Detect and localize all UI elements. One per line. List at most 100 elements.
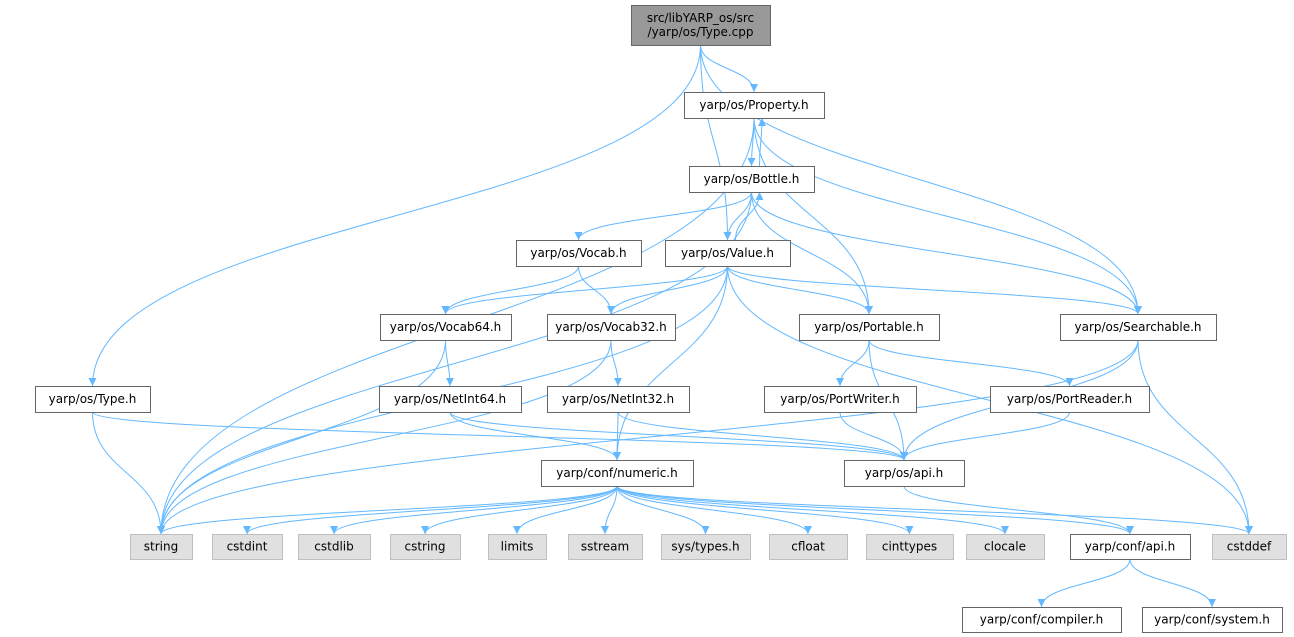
node-label: yarp/os/Searchable.h — [1074, 320, 1201, 334]
node-sstream: sstream — [568, 534, 643, 560]
node-limits: limits — [488, 534, 547, 560]
node-label: yarp/os/Type.h — [49, 392, 137, 406]
edge-portable-to-portreader — [868, 339, 1074, 387]
node-box — [665, 240, 791, 267]
node-cstdint: cstdint — [212, 534, 283, 560]
node-portwriter[interactable]: yarp/os/PortWriter.h — [764, 386, 917, 413]
node-property[interactable]: yarp/os/Property.h — [684, 92, 825, 119]
node-portreader[interactable]: yarp/os/PortReader.h — [990, 386, 1150, 413]
edge-bottle-to-portable — [751, 191, 873, 315]
node-type[interactable]: yarp/os/Type.h — [35, 386, 151, 413]
node-vocab64[interactable]: yarp/os/Vocab64.h — [380, 314, 512, 341]
node-numeric[interactable]: yarp/conf/numeric.h — [541, 460, 694, 487]
node-cstddef: cstddef — [1212, 534, 1287, 560]
node-string: string — [130, 534, 193, 560]
edge-vocab64-to-netint64 — [445, 339, 454, 387]
edge-numeric-to-cstdint — [243, 485, 618, 535]
edge-numeric-to-cinttypes — [616, 485, 914, 535]
node-bottle[interactable]: yarp/os/Bottle.h — [689, 166, 815, 193]
node-box — [764, 386, 917, 413]
node-box — [631, 5, 771, 46]
node-vocab32[interactable]: yarp/os/Vocab32.h — [547, 314, 676, 341]
edge-value-to-portable — [727, 265, 873, 315]
node-label: yarp/os/Vocab64.h — [390, 320, 502, 334]
edge-vocab32-to-netint32 — [610, 339, 622, 387]
node-box — [1212, 534, 1287, 560]
node-clocale: clocale — [966, 534, 1045, 560]
node-vocab[interactable]: yarp/os/Vocab.h — [516, 240, 642, 267]
node-box — [866, 534, 954, 560]
node-box — [35, 386, 151, 413]
edge-netint64-to-osapi — [449, 411, 908, 461]
node-systypes: sys/types.h — [661, 534, 751, 560]
node-cfloat: cfloat — [769, 534, 848, 560]
edge-root-to-type — [88, 44, 701, 387]
node-box — [1142, 607, 1283, 633]
edge-root-to-value — [700, 44, 732, 241]
node-root: src/libYARP_os/src/yarp/os/Type.cpp — [631, 5, 771, 46]
node-label: yarp/os/Portable.h — [814, 320, 924, 334]
edge-value-to-numeric — [613, 265, 728, 461]
node-cinttypes: cinttypes — [866, 534, 954, 560]
node-box — [1060, 314, 1217, 341]
edge-confapi-to-compiler — [1037, 558, 1131, 608]
node-system[interactable]: yarp/conf/system.h — [1142, 607, 1283, 633]
node-box — [684, 92, 825, 119]
edge-value-to-vocab64 — [441, 265, 728, 315]
node-label: cstddef — [1227, 540, 1272, 554]
edge-vocab64-to-string — [157, 339, 446, 535]
node-label: yarp/os/PortReader.h — [1007, 392, 1132, 406]
edge-numeric-to-cfloat — [616, 485, 812, 535]
edge-property-to-searchable — [753, 117, 1142, 315]
node-cstdlib: cstdlib — [298, 534, 371, 560]
node-box — [661, 534, 751, 560]
edge-value-to-vocab32 — [607, 265, 728, 315]
node-box — [298, 534, 371, 560]
edge-numeric-to-limits — [513, 485, 618, 535]
node-label: cstdint — [227, 540, 268, 554]
node-box — [541, 460, 694, 487]
node-label: yarp/os/Bottle.h — [704, 172, 800, 186]
edge-numeric-to-cstdlib — [330, 485, 618, 535]
node-box — [799, 314, 940, 341]
edge-portreader-to-osapi — [900, 411, 1070, 461]
node-label: string — [144, 540, 178, 554]
node-portable[interactable]: yarp/os/Portable.h — [799, 314, 940, 341]
node-box — [1070, 534, 1191, 560]
node-box — [380, 314, 512, 341]
node-label: sstream — [581, 540, 629, 554]
node-value[interactable]: yarp/os/Value.h — [665, 240, 791, 267]
node-box — [390, 534, 461, 560]
node-osapi[interactable]: yarp/os/api.h — [844, 460, 965, 487]
node-compiler[interactable]: yarp/conf/compiler.h — [962, 607, 1122, 633]
node-netint32[interactable]: yarp/os/NetInt32.h — [547, 386, 690, 413]
edge-value-to-bottle — [735, 191, 764, 241]
edge-numeric-to-systypes — [616, 485, 710, 535]
node-label: sys/types.h — [671, 540, 739, 554]
edge-bottle-to-searchable — [751, 191, 1142, 315]
node-box — [568, 534, 643, 560]
node-netint64[interactable]: yarp/os/NetInt64.h — [379, 386, 522, 413]
edge-numeric-to-string — [157, 485, 618, 535]
node-box — [547, 314, 676, 341]
node-box — [966, 534, 1045, 560]
node-label: yarp/os/NetInt32.h — [562, 392, 674, 406]
edge-property-to-bottle — [747, 117, 756, 167]
node-searchable[interactable]: yarp/os/Searchable.h — [1060, 314, 1217, 341]
node-label: yarp/os/Property.h — [699, 98, 808, 112]
node-label: clocale — [984, 540, 1026, 554]
edge-numeric-to-cstddef — [616, 485, 1253, 535]
node-label: yarp/os/NetInt64.h — [394, 392, 506, 406]
node-label: yarp/os/api.h — [865, 466, 943, 480]
edge-vocab32-to-string — [157, 339, 612, 535]
node-confapi[interactable]: yarp/conf/api.h — [1070, 534, 1191, 560]
node-box — [769, 534, 848, 560]
node-label: yarp/os/Vocab.h — [530, 246, 626, 260]
edge-osapi-to-confapi — [903, 485, 1134, 535]
node-label: cstdlib — [314, 540, 353, 554]
edge-searchable-to-string — [157, 339, 1139, 535]
edge-netint64-to-numeric — [449, 411, 621, 461]
edge-bottle-to-vocab — [574, 191, 752, 241]
edge-vocab-to-vocab32 — [578, 265, 615, 315]
